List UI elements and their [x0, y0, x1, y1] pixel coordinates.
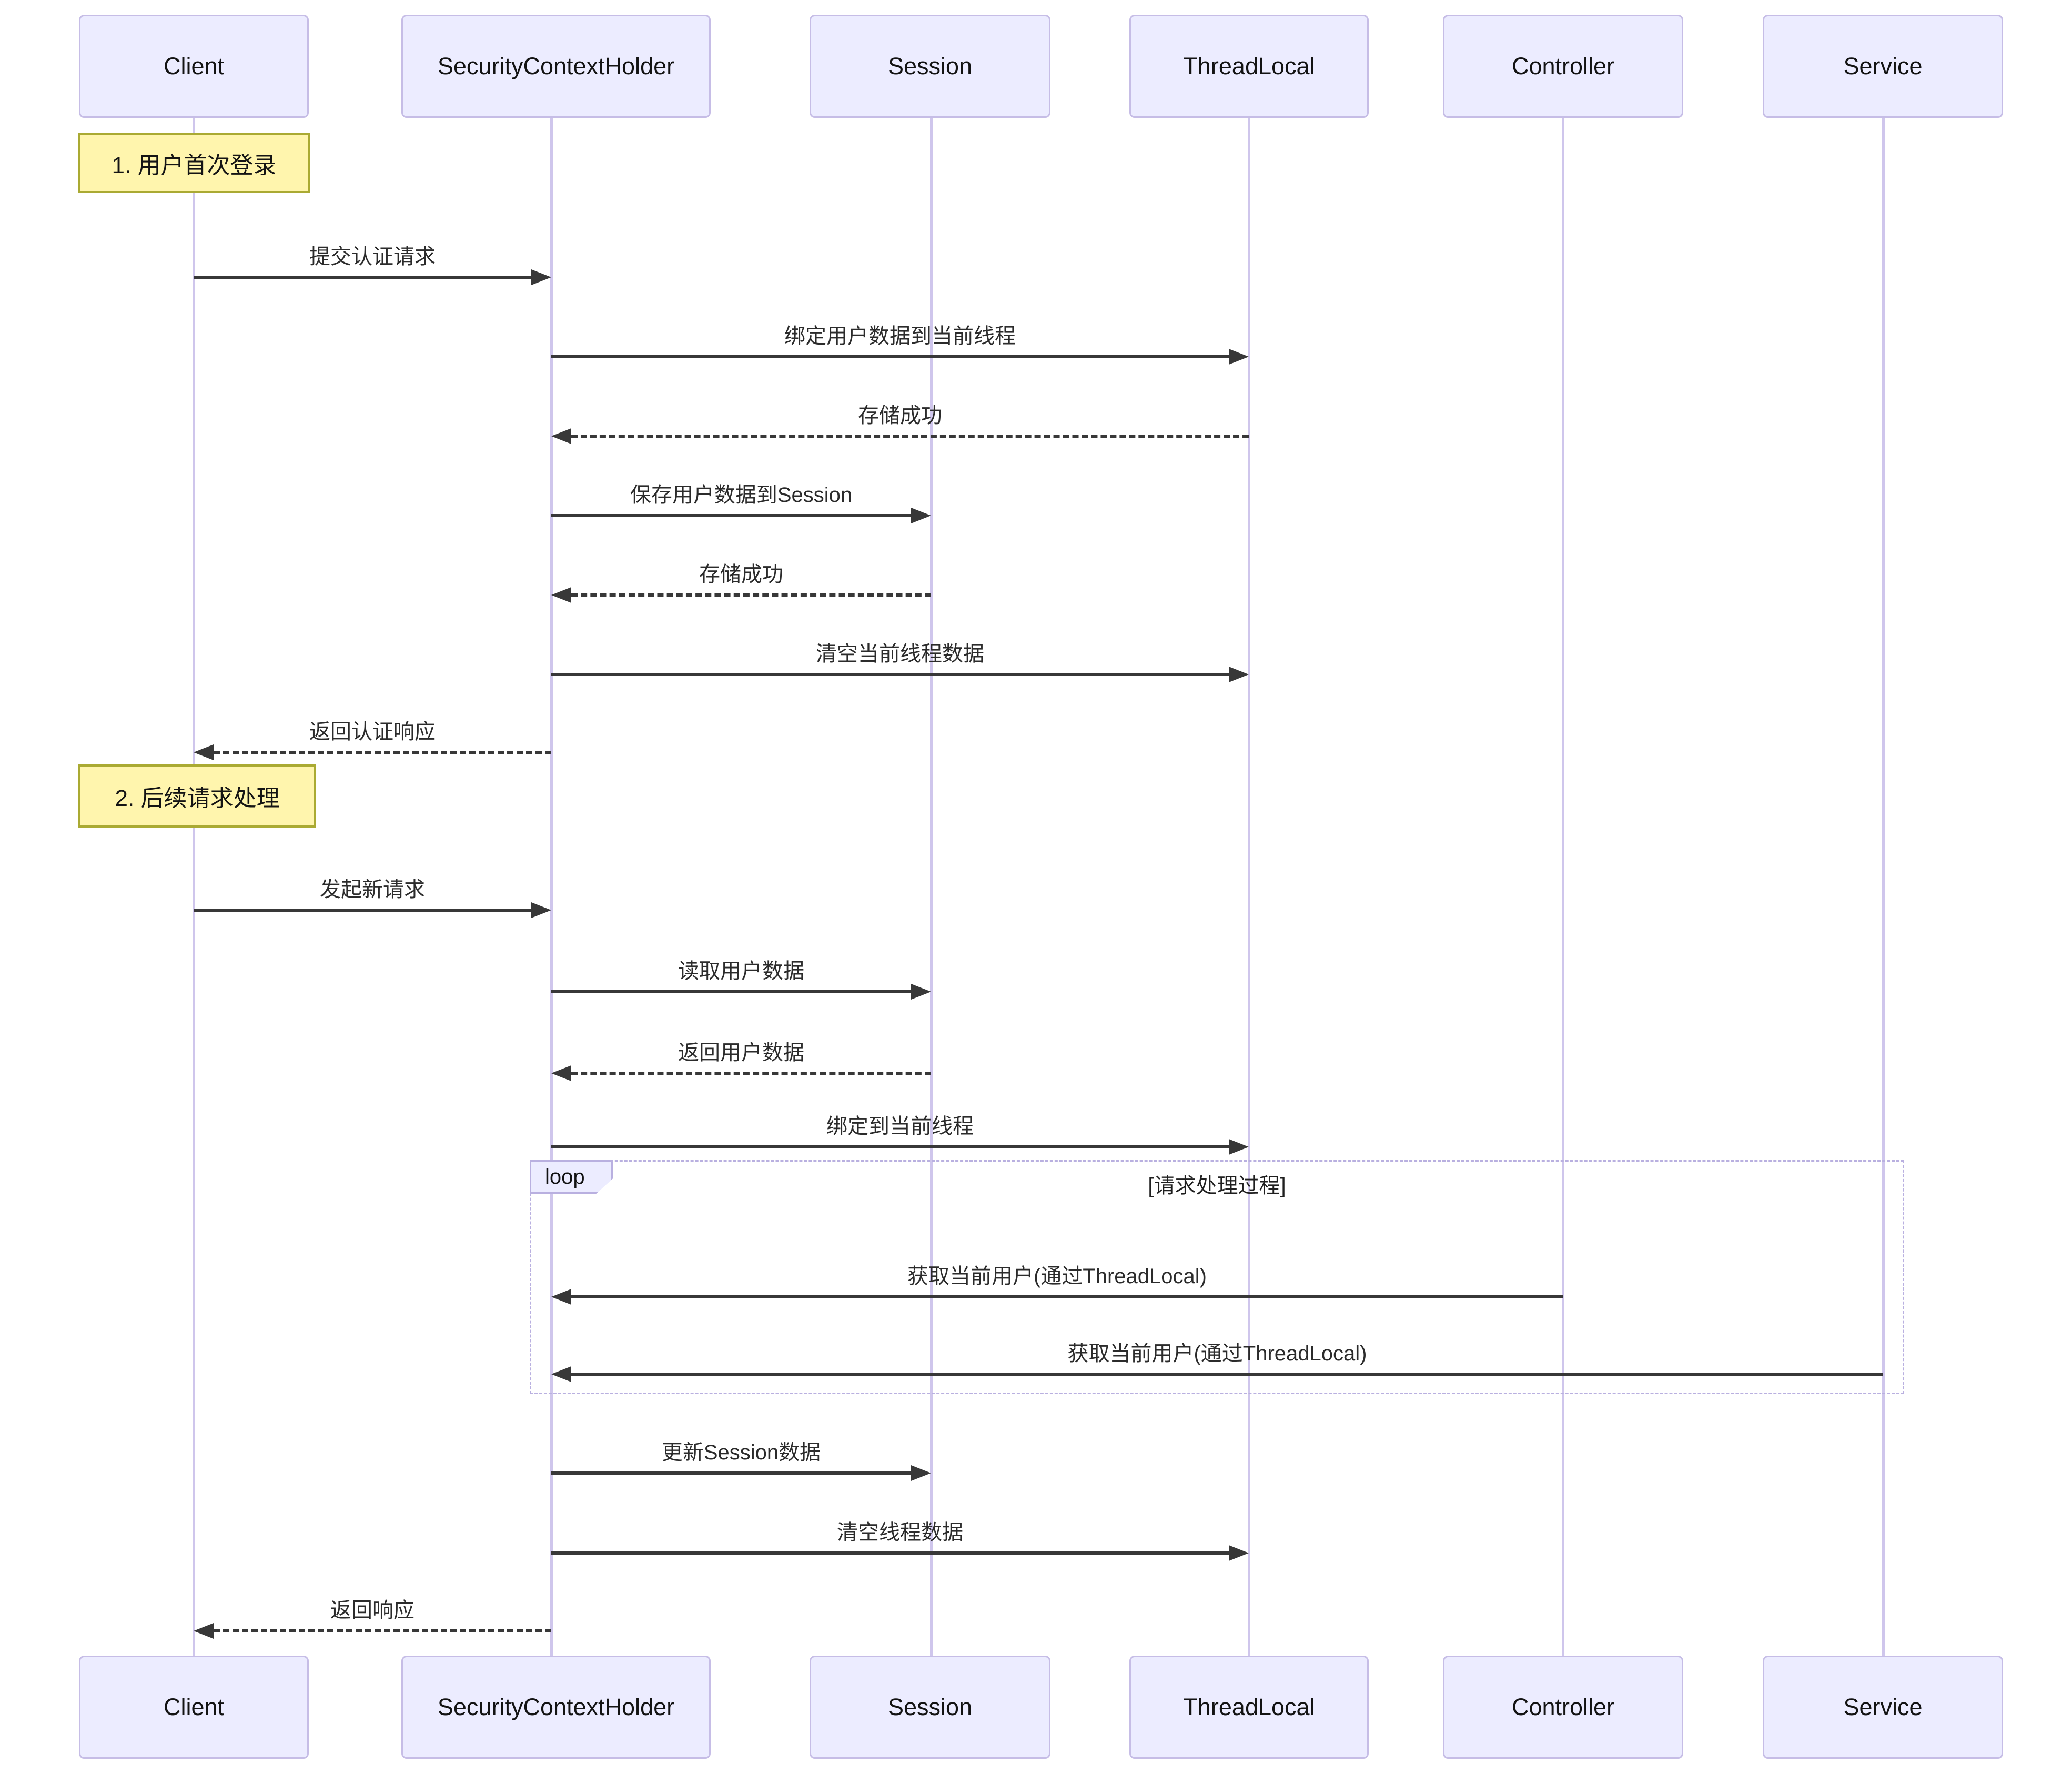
- message-line: [571, 435, 1249, 438]
- actor-box-bottom-service: Service: [1763, 1656, 2003, 1759]
- message-label: 存储成功: [699, 563, 783, 586]
- message-line: [551, 673, 1229, 676]
- message-line: [194, 276, 531, 279]
- actor-box-top-controller: Controller: [1443, 15, 1683, 118]
- message-line: [551, 1551, 1229, 1555]
- message-label: 返回用户数据: [678, 1041, 804, 1064]
- actor-box-bottom-threadlocal: ThreadLocal: [1129, 1656, 1369, 1759]
- arrow-head-icon: [1229, 1545, 1249, 1561]
- note: 2. 后续请求处理: [78, 764, 316, 828]
- actor-box-bottom-client: Client: [79, 1656, 309, 1759]
- arrow-head-icon: [194, 1623, 214, 1639]
- message-label: 提交认证请求: [309, 245, 436, 268]
- arrow-head-icon: [551, 1289, 571, 1305]
- arrow-head-icon: [194, 744, 214, 760]
- message-line: [571, 1295, 1563, 1298]
- lifeline-controller: [1562, 118, 1564, 1656]
- arrow-head-icon: [551, 1065, 571, 1081]
- message-label: 读取用户数据: [678, 960, 804, 983]
- arrow-head-icon: [531, 902, 551, 918]
- actor-box-top-service: Service: [1763, 15, 2003, 118]
- arrow-head-icon: [911, 1465, 931, 1481]
- message-line: [214, 751, 551, 754]
- arrow-head-icon: [551, 1366, 571, 1382]
- message-label: 发起新请求: [320, 878, 425, 901]
- actor-box-top-threadlocal: ThreadLocal: [1129, 15, 1369, 118]
- message-label: 返回响应: [330, 1599, 415, 1622]
- message-line: [551, 514, 911, 517]
- loop-frame: [530, 1160, 1904, 1394]
- arrow-head-icon: [911, 508, 931, 523]
- arrow-head-icon: [551, 587, 571, 603]
- message-line: [571, 593, 931, 597]
- loop-condition-label: [请求处理过程]: [1148, 1174, 1286, 1197]
- lifeline-securitycontextholder: [550, 118, 553, 1656]
- lifeline-session: [930, 118, 933, 1656]
- arrow-head-icon: [1229, 349, 1249, 365]
- actor-box-top-session: Session: [810, 15, 1050, 118]
- message-label: 清空线程数据: [837, 1521, 963, 1544]
- message-line: [551, 1471, 911, 1475]
- message-line: [571, 1373, 1883, 1376]
- message-label: 保存用户数据到Session: [630, 483, 853, 507]
- message-line: [551, 990, 911, 993]
- message-line: [194, 909, 531, 912]
- loop-label: loop: [530, 1160, 613, 1194]
- actor-box-bottom-controller: Controller: [1443, 1656, 1683, 1759]
- message-label: 返回认证响应: [309, 720, 436, 743]
- message-line: [551, 355, 1229, 358]
- arrow-head-icon: [531, 269, 551, 285]
- actor-box-top-securitycontextholder: SecurityContextHolder: [401, 15, 711, 118]
- arrow-head-icon: [911, 984, 931, 1000]
- actor-box-bottom-securitycontextholder: SecurityContextHolder: [401, 1656, 711, 1759]
- message-label: 存储成功: [858, 404, 942, 427]
- message-line: [551, 1145, 1229, 1148]
- message-label: 清空当前线程数据: [816, 642, 984, 666]
- actor-box-bottom-session: Session: [810, 1656, 1050, 1759]
- lifeline-service: [1882, 118, 1885, 1656]
- message-label: 获取当前用户(通过ThreadLocal): [907, 1265, 1207, 1288]
- lifeline-threadlocal: [1248, 118, 1250, 1656]
- message-label: 获取当前用户(通过ThreadLocal): [1067, 1342, 1367, 1365]
- lifeline-client: [193, 118, 195, 1656]
- message-label: 绑定用户数据到当前线程: [784, 325, 1016, 348]
- message-line: [571, 1072, 931, 1075]
- message-label: 绑定到当前线程: [826, 1115, 974, 1138]
- arrow-head-icon: [1229, 1139, 1249, 1155]
- note: 1. 用户首次登录: [78, 133, 310, 193]
- arrow-head-icon: [1229, 667, 1249, 682]
- message-line: [214, 1629, 551, 1632]
- actor-box-top-client: Client: [79, 15, 309, 118]
- message-label: 更新Session数据: [661, 1441, 821, 1464]
- arrow-head-icon: [551, 428, 571, 444]
